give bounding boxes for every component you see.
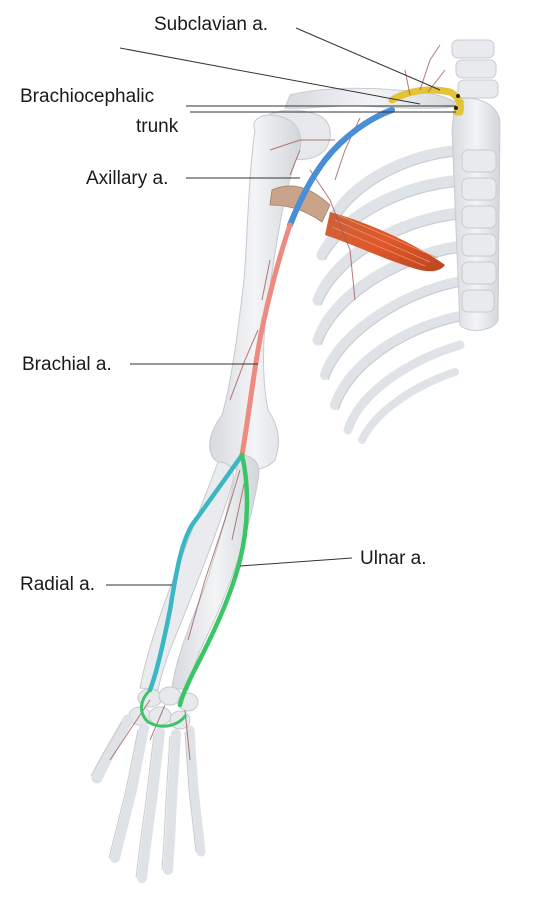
brachiocephalic-trunk-vessel: [452, 98, 465, 117]
muscle-fibers: [331, 214, 439, 267]
label-brachiocephalic-trunk-line2: trunk: [136, 116, 179, 137]
hand-bone-outlines: [90, 721, 197, 879]
hand-bones: [91, 714, 206, 883]
pectoralis-minor-muscle: [325, 212, 445, 272]
vertebrae: [451, 39, 499, 313]
radial-artery-vessel: [147, 452, 245, 693]
label-ulnar-artery: Ulnar a.: [360, 548, 427, 569]
axillary-artery-vessel: [287, 107, 395, 228]
leader-dot: [454, 106, 458, 110]
leader-dot: [456, 94, 460, 98]
label-subclavian-artery: Subclavian a.: [154, 14, 269, 35]
leader-lines: [106, 27, 456, 586]
palmar-arch-vessel: [140, 688, 188, 728]
label-axillary-artery: Axillary a.: [86, 168, 169, 189]
ulnar-artery-vessel: [177, 452, 250, 708]
brachial-artery-vessel: [239, 222, 293, 458]
label-brachiocephalic-trunk-line1: Brachiocephalic: [20, 86, 155, 107]
label-radial-artery: Radial a.: [20, 574, 95, 595]
rib-cage: [312, 144, 476, 444]
humerus: [209, 114, 302, 471]
label-brachial-artery: Brachial a.: [22, 354, 112, 375]
small-vessels: [109, 44, 446, 761]
